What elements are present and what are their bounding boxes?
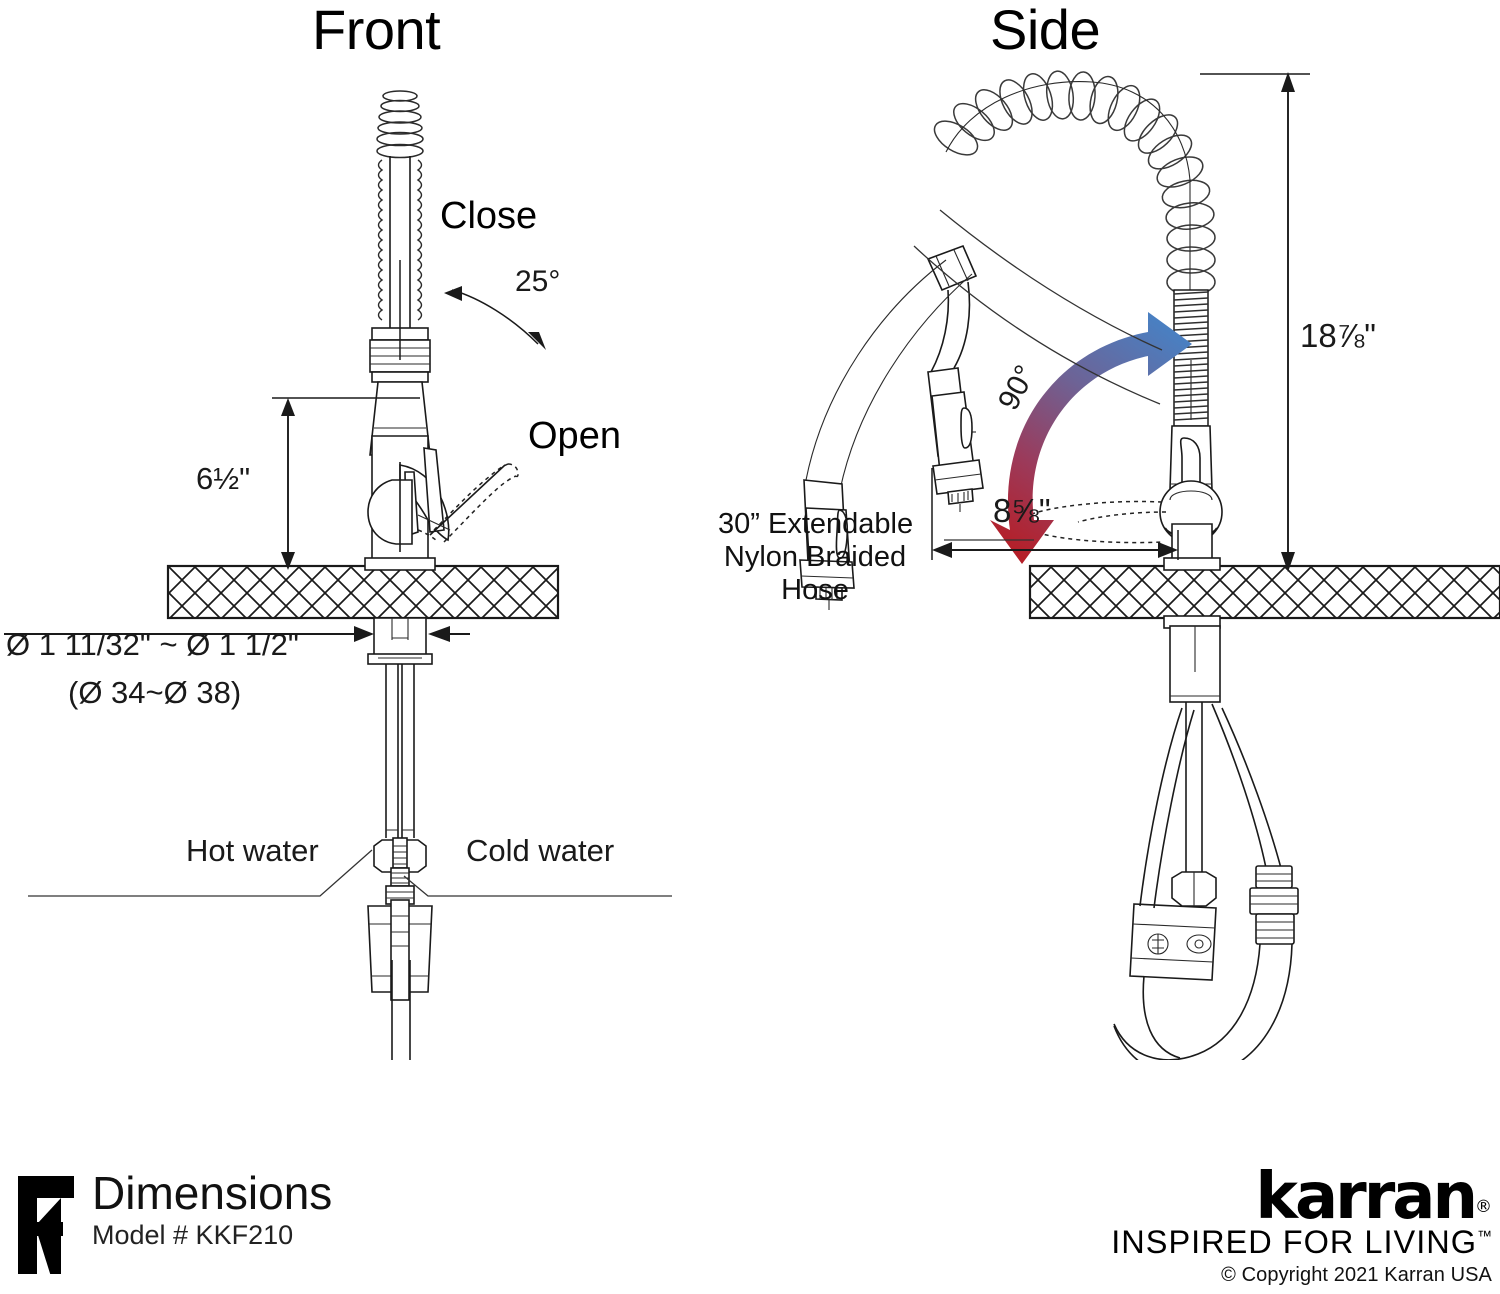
label-hose-note-line-3: Hose — [781, 574, 849, 607]
spring-arch-side — [933, 70, 1216, 296]
trademark-icon: ™ — [1477, 1228, 1492, 1246]
faucet-handle-closed-front — [367, 447, 451, 545]
spring-sleeve-side — [1173, 289, 1209, 427]
registered-icon: ® — [1475, 1196, 1492, 1217]
label-open: Open — [528, 415, 621, 457]
angle-25-indicator — [399, 260, 546, 552]
label-hose-note-line-2: Nylon Braided — [723, 541, 907, 574]
under-deck-assembly-side — [1113, 615, 1299, 1060]
label-height-6-5: 6½" — [196, 461, 251, 496]
dimension-hole-diameter — [4, 626, 470, 642]
dimension-reach-8-625 — [931, 468, 1179, 560]
faucet-handle-open-front — [417, 463, 519, 543]
swivel-90-arrow — [990, 312, 1192, 564]
label-reach-8-625: 8⅝" — [993, 492, 1051, 529]
karran-tagline-text: INSPIRED FOR LIVING — [1111, 1223, 1477, 1260]
label-height-18-875: 18⅞" — [1300, 317, 1376, 354]
side-view-drawing — [799, 70, 1500, 1060]
countertop-front — [166, 564, 560, 620]
label-hose-note-line-1: 30” Extendable — [718, 508, 914, 540]
label-cold-water: Cold water — [466, 833, 615, 868]
karran-wordmark: karran® — [1111, 1160, 1492, 1234]
karran-brand-text: karran — [1255, 1160, 1478, 1234]
karran-tagline: INSPIRED FOR LIVING™ — [1111, 1223, 1492, 1261]
footer-model: Model # KKF210 — [92, 1219, 294, 1250]
sprayer-head-attached-side — [926, 244, 984, 512]
front-view-title: Front — [312, 0, 441, 61]
water-line-leaders — [28, 849, 672, 897]
label-hose-note: 30” Extendable Nylon Braided Hose — [718, 508, 914, 607]
faucet-handle-dotted-side — [1023, 500, 1167, 544]
label-hole-diameter-inches: Ø 1 11/32" ~ Ø 1 1/2" — [6, 627, 299, 662]
front-view-drawing — [4, 90, 672, 1060]
karran-k-mark-icon — [18, 1176, 74, 1274]
footer-title: Dimensions — [92, 1167, 333, 1219]
copyright-notice: © Copyright 2021 Karran USA — [1221, 1263, 1492, 1286]
countertop-side — [1028, 564, 1500, 620]
footer-right: karran® INSPIRED FOR LIVING™ © Copyright… — [1111, 1160, 1492, 1287]
sprayer-head-extended-side — [799, 259, 973, 610]
footer-left: Dimensions Model # KKF210 — [18, 1170, 332, 1274]
label-close: Close — [440, 195, 538, 237]
dimension-height-18-875 — [1200, 72, 1310, 572]
label-hot-water: Hot water — [186, 833, 319, 868]
spring-coil-front — [376, 90, 424, 332]
spout-body-side — [1159, 425, 1223, 571]
dimension-height-6-5 — [272, 397, 420, 570]
label-hole-diameter-mm: (Ø 34~Ø 38) — [68, 675, 242, 710]
mounting-shank-front — [367, 617, 433, 1060]
side-view-title: Side — [990, 0, 1101, 61]
swivel-reference-lines — [913, 209, 1163, 541]
label-angle-25: 25° — [515, 265, 561, 298]
